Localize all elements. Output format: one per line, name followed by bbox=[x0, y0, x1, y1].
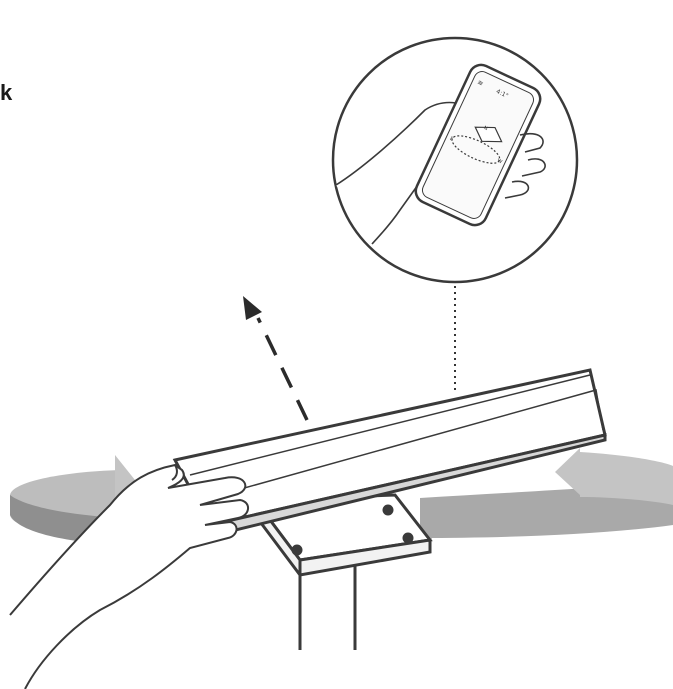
step-label: k bbox=[0, 80, 13, 105]
circle-fingers bbox=[504, 132, 546, 199]
compass-w: W bbox=[496, 158, 503, 166]
compass-ring bbox=[451, 135, 501, 164]
compass-n: N bbox=[483, 125, 489, 132]
screw-hole-right bbox=[402, 532, 414, 544]
arrow-head-right-icon bbox=[555, 448, 580, 495]
phone-callout: ≋ 4:1° N W E bbox=[331, 36, 579, 284]
arrow-head-left-icon bbox=[115, 455, 135, 500]
phone-status-mid: 4:1° bbox=[495, 88, 509, 100]
dish-preview-icon bbox=[474, 126, 503, 143]
tilt-arrow-head-icon bbox=[243, 296, 262, 320]
dish-highlight-2 bbox=[229, 389, 604, 493]
screw-hole-back bbox=[382, 504, 394, 516]
phone-status-left: ≋ bbox=[476, 78, 485, 88]
compass-e: E bbox=[449, 136, 454, 143]
screw-hole-left bbox=[291, 544, 303, 556]
tilt-arrow-shaft bbox=[256, 317, 309, 421]
phone-icon: ≋ 4:1° N W E bbox=[414, 63, 542, 227]
circle-hand-icon bbox=[335, 101, 472, 245]
band-right-top bbox=[580, 452, 673, 505]
hand-icon bbox=[9, 463, 249, 689]
dish-highlight-1 bbox=[189, 374, 591, 476]
tilt-arrow bbox=[243, 296, 309, 421]
plate-front bbox=[298, 538, 432, 577]
